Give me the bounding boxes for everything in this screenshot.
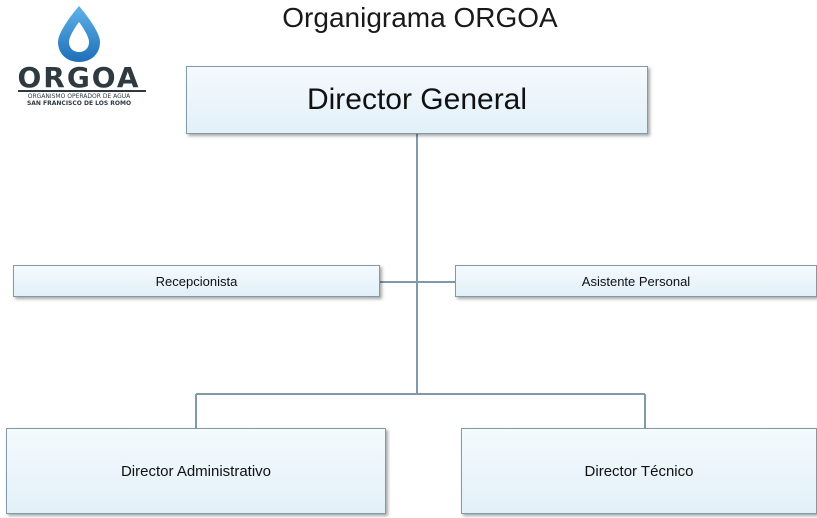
director-general-label: Director General <box>306 83 528 116</box>
asistente-personal-label: Asistente Personal <box>581 273 691 289</box>
box-recepcionista[interactable]: Recepcionista <box>13 265 380 297</box>
logo-divider <box>18 90 146 92</box>
logo-tagline-2: SAN FRANCISCO DE LOS ROMO <box>26 100 132 107</box>
director-tecnico-label: Director Técnico <box>584 462 694 480</box>
recepcionista-label: Recepcionista <box>155 273 238 289</box>
logo-tagline-1: ORGANISMO OPERADOR DE AGUA <box>27 93 131 100</box>
director-administrativo-label: Director Administrativo <box>120 462 272 480</box>
box-director-general[interactable]: Director General <box>186 66 648 134</box>
orgoa-logo: ORGOA ORGANISMO OPERADOR DE AGUA SAN FRA… <box>6 4 156 114</box>
page-title: Organigrama ORGOA <box>282 2 558 33</box>
box-director-tecnico[interactable]: Director Técnico <box>461 428 817 514</box>
water-drop-icon <box>58 6 100 62</box>
logo-wordmark: ORGOA <box>17 61 141 94</box>
box-asistente-personal[interactable]: Asistente Personal <box>455 265 817 297</box>
box-director-administrativo[interactable]: Director Administrativo <box>6 428 386 514</box>
